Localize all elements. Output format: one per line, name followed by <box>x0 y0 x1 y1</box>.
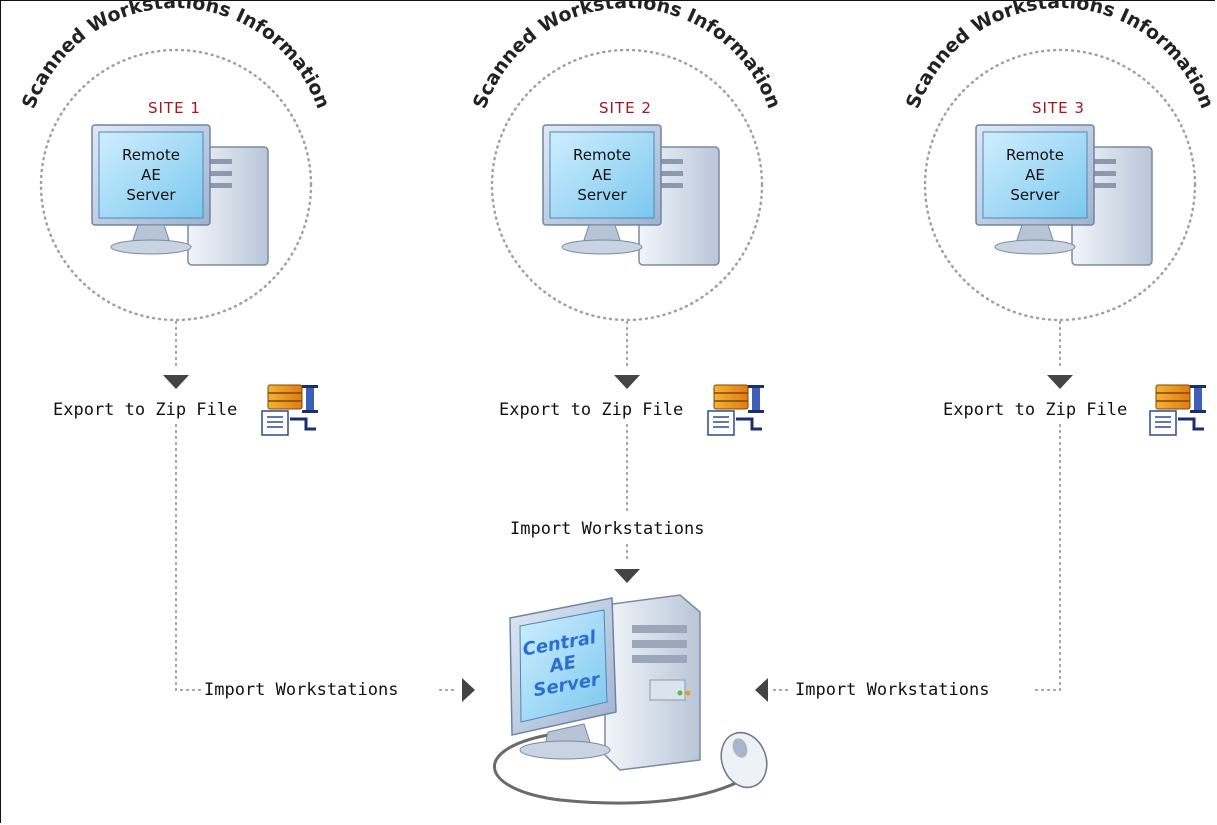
arrow-down-icon <box>614 375 640 389</box>
server-line: AE <box>141 166 161 184</box>
arrow-left-icon <box>755 678 768 702</box>
site-3-server-label: Remote AE Server <box>985 145 1085 205</box>
arrow-down-icon <box>1047 375 1073 389</box>
site-1-dotted-circle <box>39 48 313 322</box>
site-2-label: SITE 2 <box>599 99 652 117</box>
server-line: AE <box>592 166 612 184</box>
site-1-label: SITE 1 <box>148 99 201 117</box>
site-3-label: SITE 3 <box>1032 99 1085 117</box>
site-2-group <box>490 48 766 583</box>
site-3-group <box>755 48 1208 702</box>
site-3-dotted-circle <box>923 48 1197 322</box>
arrow-right-icon <box>462 678 475 702</box>
central-server-icon <box>492 594 768 805</box>
site-1-export-label: Export to Zip File <box>53 400 238 420</box>
zip-file-icon <box>1148 383 1208 437</box>
server-line: Remote <box>122 146 180 164</box>
site-1-group <box>39 48 475 702</box>
arrow-down-icon <box>614 569 640 583</box>
zip-file-icon <box>260 383 320 437</box>
server-line: Remote <box>573 146 631 164</box>
server-line: Remote <box>1006 146 1064 164</box>
connector-line <box>175 424 201 691</box>
connector-line <box>1034 424 1061 691</box>
site-2-server-label: Remote AE Server <box>552 145 652 205</box>
site-3-export-label: Export to Zip File <box>943 400 1128 420</box>
server-line: Server <box>126 186 176 204</box>
site-2-dotted-circle <box>490 48 764 322</box>
site-2-export-label: Export to Zip File <box>499 400 684 420</box>
import-label-right: Import Workstations <box>795 680 990 700</box>
import-label-left: Import Workstations <box>204 680 399 700</box>
server-line: Server <box>577 186 627 204</box>
site-1-server-label: Remote AE Server <box>101 145 201 205</box>
server-line: Server <box>1010 186 1060 204</box>
import-label-center: Import Workstations <box>510 519 705 539</box>
arrow-down-icon <box>163 375 189 389</box>
server-line: AE <box>1025 166 1045 184</box>
zip-file-icon <box>706 383 766 437</box>
